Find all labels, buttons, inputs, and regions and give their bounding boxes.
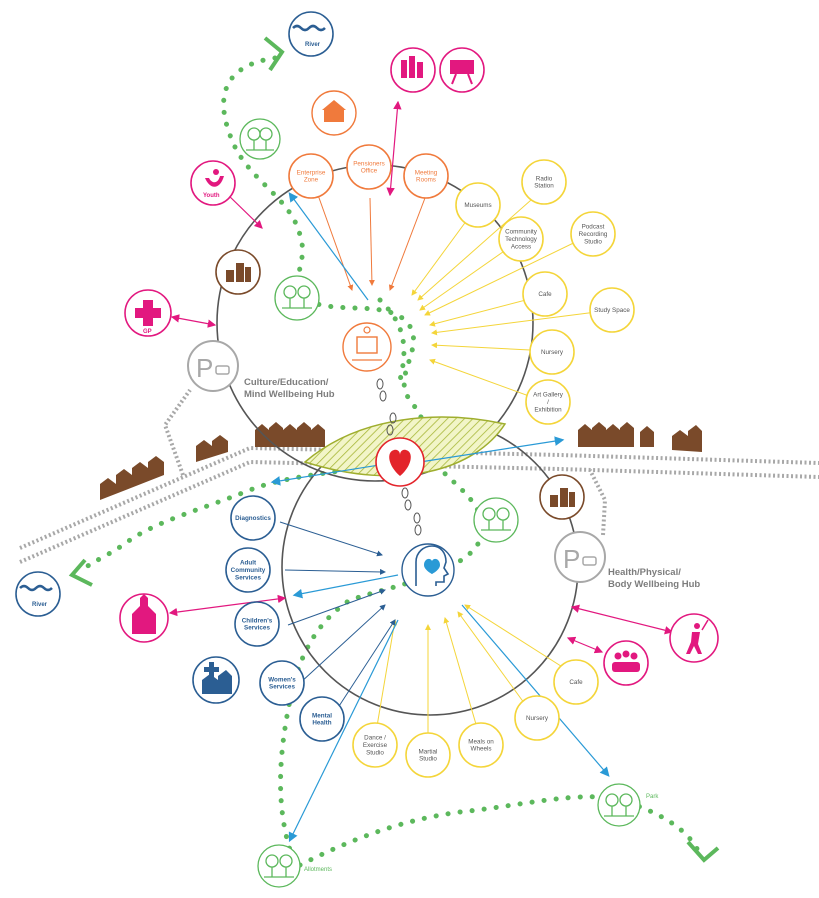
blue-node: Diagnostics xyxy=(230,495,276,541)
trees-icon: Park xyxy=(597,783,659,827)
education-icon xyxy=(342,322,392,372)
yellow-upper-node: Museums xyxy=(455,182,501,228)
youth-label: Youth xyxy=(203,193,220,199)
culture-hub-title: Culture/Education/Mind Wellbeing Hub xyxy=(244,377,335,400)
yellow-upper-node: Cafe xyxy=(522,271,568,317)
buildings-icon xyxy=(539,474,585,520)
mind-icon xyxy=(401,543,455,597)
parking-icon: P xyxy=(187,340,239,392)
gp-cross-icon: GP xyxy=(124,289,172,337)
church-icon xyxy=(119,593,169,643)
river-icon: River xyxy=(15,571,61,617)
yellow-upper-node: Art Gallery/Exhibition xyxy=(525,379,571,425)
yellow-lower-arrows xyxy=(374,604,576,745)
yellow-lower-node: Cafe xyxy=(553,659,599,705)
trees-icon: Allotments xyxy=(257,844,332,888)
group-icon xyxy=(603,640,649,686)
parking-letter: P xyxy=(196,353,213,383)
yellow-upper-label: Nursery xyxy=(541,349,564,356)
blue-arrows xyxy=(279,521,396,721)
parking-letter: P xyxy=(563,544,580,574)
presentation-icon xyxy=(439,47,485,93)
buildings-icon xyxy=(215,249,261,295)
yellow-upper-label: Study Space xyxy=(594,307,630,314)
yellow-lower-label: Cafe xyxy=(569,679,583,686)
orange-arrows xyxy=(317,194,426,291)
trees-icon xyxy=(274,275,320,321)
health-hub-title: Health/Physical/Body Wellbeing Hub xyxy=(608,567,700,590)
yellow-lower-node: Nursery xyxy=(514,695,560,741)
blue-label: Diagnostics xyxy=(235,515,271,522)
river-icon: River xyxy=(288,11,334,57)
youth-icon: Youth xyxy=(190,160,236,206)
magenta-arrows xyxy=(168,100,674,654)
yellow-upper-node: Nursery xyxy=(529,329,575,375)
yellow-lower-label: Nursery xyxy=(526,715,549,722)
yellow-upper-label: Museums xyxy=(464,202,491,209)
enterprise-icon xyxy=(311,90,357,136)
terraced-houses xyxy=(100,422,702,500)
yellow-upper-label: Art Gallery/Exhibition xyxy=(533,392,564,414)
park-label: Park xyxy=(646,794,659,800)
allotments-label: Allotments xyxy=(304,867,332,873)
parking-icon: P xyxy=(554,531,606,583)
chain-links xyxy=(376,378,422,536)
gp-label: GP xyxy=(143,329,152,335)
trees-icon xyxy=(473,497,519,543)
library-icon xyxy=(390,47,436,93)
trees-icon xyxy=(239,118,281,160)
river-label-top: River xyxy=(305,42,321,48)
clinic-icon xyxy=(192,656,240,704)
green-pedestrian-routes xyxy=(79,55,703,868)
river-label-left: River xyxy=(32,602,48,608)
heart-icon xyxy=(375,437,425,487)
sports-icon xyxy=(669,613,719,663)
route-end-chevrons xyxy=(68,36,720,863)
yellow-upper-node: Study Space xyxy=(589,287,635,333)
yellow-upper-label: Cafe xyxy=(538,291,552,298)
